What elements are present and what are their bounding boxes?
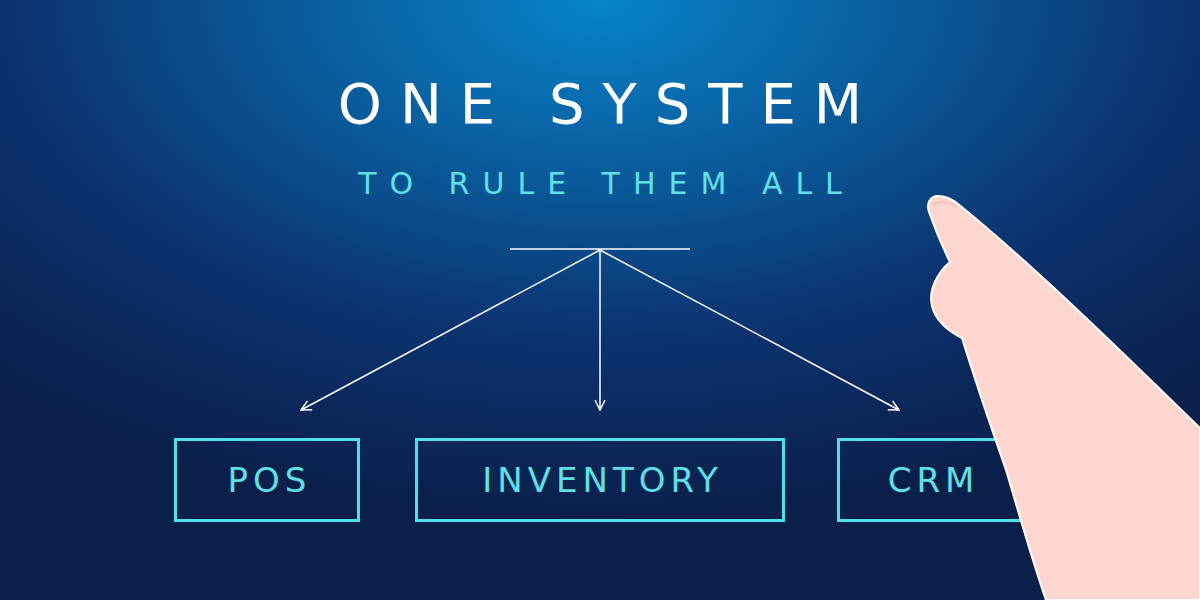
fingernail-line — [933, 202, 957, 208]
headline: ONE SYSTEM — [0, 72, 1200, 136]
system-box: INVENTORY — [415, 438, 785, 522]
subheading-text: TO RULE THEM ALL — [345, 166, 855, 201]
arrow-line — [599, 250, 601, 410]
subheading: TO RULE THEM ALL — [0, 166, 1200, 202]
box-label: CRM — [883, 460, 980, 500]
split-bar — [510, 248, 690, 250]
system-box: CRM — [837, 438, 1025, 522]
headline-text: ONE SYSTEM — [320, 71, 880, 136]
box-label: POS — [223, 460, 312, 500]
arrow-line — [301, 250, 600, 410]
arrow-line — [600, 250, 899, 410]
box-label: INVENTORY — [477, 460, 722, 500]
system-box: POS — [174, 438, 360, 522]
finger-shape — [928, 196, 1200, 600]
